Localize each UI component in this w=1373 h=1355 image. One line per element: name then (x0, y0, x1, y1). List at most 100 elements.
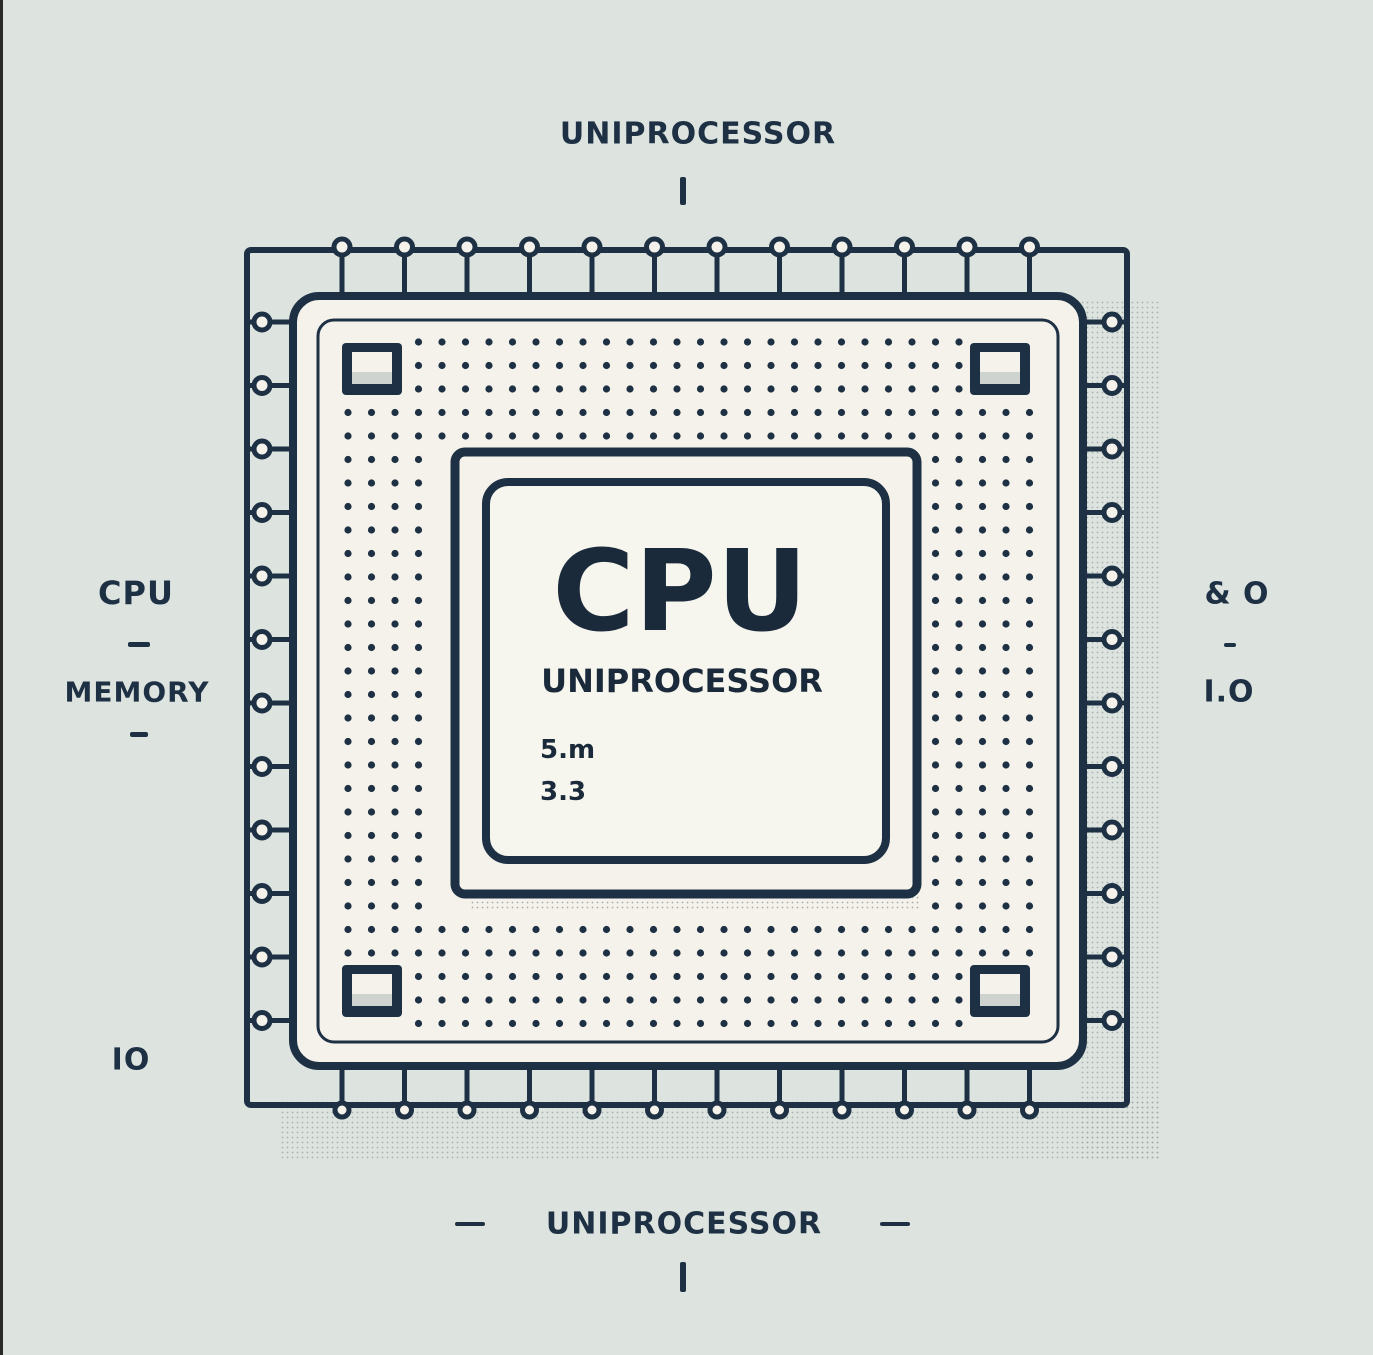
dot (555, 949, 564, 957)
dot (414, 902, 423, 910)
dot (626, 1019, 634, 1028)
dot (861, 361, 869, 370)
pin-right-head (1101, 756, 1123, 777)
dot (978, 690, 987, 699)
dot (743, 338, 752, 346)
dot (884, 949, 893, 957)
dot (790, 972, 799, 981)
dot (884, 408, 893, 417)
dot (1025, 596, 1034, 605)
chip-line-1: 5.m (540, 735, 595, 765)
dot (861, 338, 869, 346)
dot (391, 949, 399, 957)
dot (955, 714, 963, 722)
dot (414, 620, 423, 628)
dot (555, 432, 564, 440)
dot (367, 737, 376, 746)
dot (461, 949, 470, 957)
dot (414, 338, 423, 346)
dot (391, 690, 399, 699)
dot (673, 432, 681, 440)
dot (367, 714, 376, 722)
dot (1002, 902, 1010, 910)
dot (555, 338, 564, 346)
pin-left-head (251, 692, 273, 714)
dot (602, 361, 611, 370)
dot (1025, 408, 1034, 417)
dot (414, 690, 423, 699)
dot (861, 925, 869, 934)
right-amp-label: & O (1204, 576, 1270, 612)
dot (1025, 808, 1034, 816)
dot (1025, 784, 1034, 793)
pin-bottom-head (332, 1100, 352, 1120)
dot (367, 925, 376, 934)
dot (391, 408, 399, 417)
chip-line-2: 3.3 (540, 777, 586, 807)
dot (1002, 831, 1010, 840)
dot (931, 667, 940, 675)
dot (1002, 949, 1010, 957)
dot (649, 408, 658, 417)
dot (931, 878, 940, 887)
dot (955, 408, 963, 417)
pin-top-head (456, 236, 478, 258)
dot (391, 714, 399, 722)
dot (1002, 737, 1010, 746)
dot (438, 338, 446, 346)
dot (931, 432, 940, 440)
dot (978, 549, 987, 558)
dot (414, 408, 423, 417)
dot (414, 737, 423, 746)
dot (344, 784, 352, 793)
dot (955, 502, 963, 511)
dot (391, 549, 399, 558)
dot (579, 432, 587, 440)
dot (579, 338, 587, 346)
dot (391, 455, 399, 464)
dot (1025, 643, 1034, 652)
dot (955, 643, 963, 652)
dot (649, 385, 658, 393)
dot (931, 831, 940, 840)
dot (908, 338, 916, 346)
dot (1002, 549, 1010, 558)
dot (814, 361, 822, 370)
dot (367, 620, 376, 628)
dot (391, 620, 399, 628)
dot (1025, 526, 1034, 534)
dot (391, 784, 399, 793)
dot (602, 949, 611, 957)
dot (1002, 620, 1010, 628)
dot (908, 1019, 916, 1028)
dot (461, 338, 470, 346)
dot (720, 949, 728, 957)
dot (696, 385, 705, 393)
dot (391, 761, 399, 769)
dot (978, 596, 987, 605)
dot (955, 573, 963, 581)
dot (414, 502, 423, 511)
dot (837, 972, 846, 981)
dot (720, 972, 728, 981)
dot (955, 761, 963, 769)
pin-bottom-head (1020, 1100, 1039, 1120)
dot (955, 878, 963, 887)
dot (602, 432, 611, 440)
pin-top-head (956, 236, 978, 258)
dot (391, 902, 399, 910)
pin-bottom-head (957, 1100, 977, 1120)
dot (978, 714, 987, 722)
dot (931, 784, 940, 793)
dot (955, 455, 963, 464)
dot (978, 784, 987, 793)
dot (414, 925, 423, 934)
dot (532, 925, 540, 934)
left-memory-label: MEMORY (64, 675, 210, 709)
dot (931, 596, 940, 605)
dot (414, 855, 423, 863)
dot (673, 1019, 681, 1028)
dot (814, 925, 822, 934)
dot (1025, 855, 1034, 863)
dot (508, 972, 517, 981)
